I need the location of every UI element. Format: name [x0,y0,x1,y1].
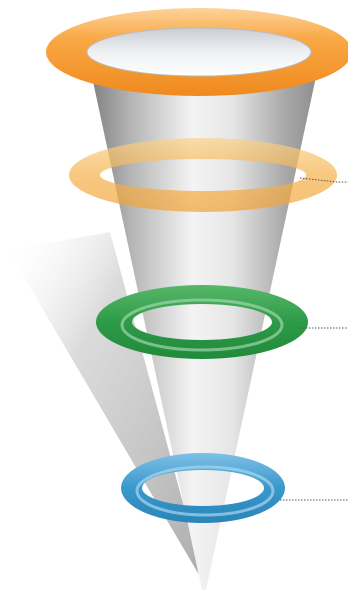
ring-level-3 [121,453,285,523]
ring-level-2 [96,285,308,359]
ring-level-1 [69,138,337,212]
funnel-top-rim [46,8,348,96]
connector-line-1 [299,177,348,183]
